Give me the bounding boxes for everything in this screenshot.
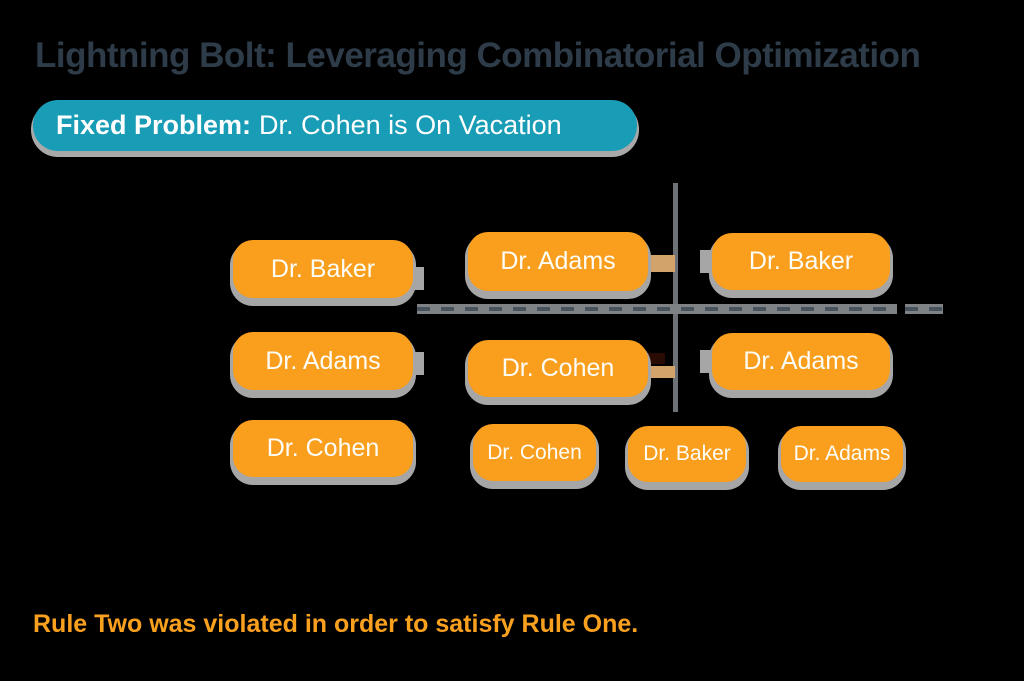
slide-title: Lightning Bolt: Leveraging Combinatorial…	[35, 36, 921, 75]
doctor-box: Dr. Baker	[628, 426, 746, 482]
banner-label-text: Dr. Cohen is On Vacation	[259, 110, 562, 140]
doctor-box: Dr. Adams	[468, 232, 648, 291]
doctor-box: Dr. Baker	[712, 233, 890, 290]
doctor-box: Dr. Baker	[233, 240, 413, 298]
doctor-box: Dr. Cohen	[473, 424, 596, 481]
connector-stub-dark-red	[646, 353, 665, 364]
connector-stub-tan	[646, 366, 675, 378]
doctor-box: Dr. Adams	[712, 333, 890, 390]
doctor-box: Dr. Cohen	[233, 420, 413, 477]
vertical-divider-line	[673, 183, 678, 412]
doctor-box: Dr. Adams	[233, 332, 413, 390]
horizontal-dashed-line-tail	[905, 304, 943, 314]
dash-pattern	[905, 307, 943, 311]
rule-violation-footnote: Rule Two was violated in order to satisf…	[33, 610, 639, 638]
doctor-box: Dr. Adams	[781, 426, 903, 482]
connector-stub-gray	[410, 352, 424, 375]
banner-label-bold: Fixed Problem:	[56, 110, 252, 140]
connector-stub-gray	[700, 250, 713, 273]
connector-stub-gray	[410, 267, 424, 290]
connector-stub-tan	[646, 255, 675, 272]
horizontal-dashed-line	[417, 304, 897, 314]
fixed-problem-banner: Fixed Problem: Dr. Cohen is On Vacation	[33, 100, 637, 151]
dash-pattern	[417, 307, 897, 311]
connector-stub-gray	[700, 350, 713, 373]
doctor-box: Dr. Cohen	[468, 340, 648, 397]
